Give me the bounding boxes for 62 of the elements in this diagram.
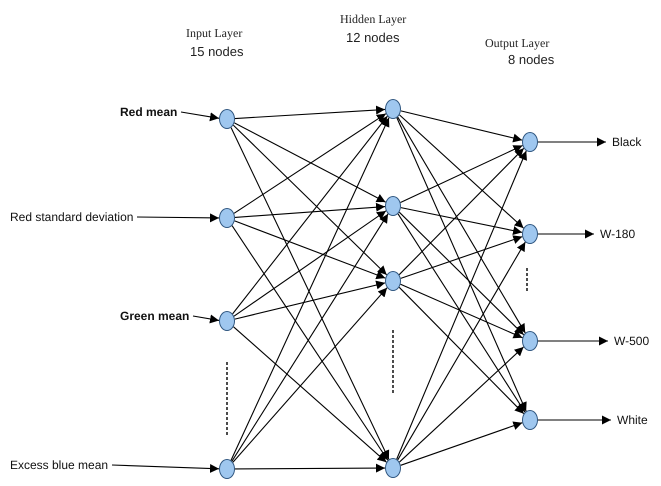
arrow (399, 346, 524, 462)
arrow (234, 210, 386, 317)
node-label: W-500 (614, 334, 650, 348)
arrow (538, 336, 608, 346)
neuron-circle (219, 208, 235, 228)
node-count: 8 nodes (508, 52, 554, 67)
node-label: Green mean (120, 309, 190, 323)
arrow (400, 284, 523, 338)
arrow (112, 464, 220, 473)
arrow (396, 118, 527, 412)
arrow (232, 124, 388, 276)
arrow (400, 421, 522, 466)
neuron-circle (219, 109, 235, 129)
arrow (538, 416, 611, 424)
arrow (180, 111, 220, 122)
neuron-circle (522, 132, 538, 152)
node-label: White (617, 413, 648, 427)
arrow (398, 148, 524, 276)
arrow (234, 220, 386, 280)
arrow (192, 314, 220, 324)
layer-title: Hidden Layer (340, 12, 406, 27)
node-label: Excess blue mean (10, 458, 108, 472)
arrow (234, 113, 386, 214)
arrow (397, 242, 526, 460)
neuron-circle (385, 271, 401, 291)
node-label: Red standard deviation (10, 210, 134, 224)
neuron-circle (219, 459, 235, 479)
arrow (234, 202, 386, 218)
layer-title: Input Layer (186, 26, 242, 41)
arrow (234, 106, 386, 120)
arrow (398, 214, 526, 412)
arrow (234, 122, 386, 203)
node-count: 12 nodes (346, 30, 400, 45)
node-label: W-180 (600, 227, 636, 241)
neuron-circle (522, 224, 538, 244)
arrow (399, 114, 524, 229)
neuron-circle (522, 410, 538, 430)
node-label: Black (612, 135, 642, 149)
arrow (234, 280, 386, 320)
arrow (396, 150, 527, 460)
arrow (235, 464, 385, 473)
neuron-circle (522, 331, 538, 351)
neuron-circle (385, 196, 401, 216)
layer-title: Output Layer (485, 36, 550, 51)
arrow (232, 116, 388, 314)
arrow (400, 235, 522, 279)
arrow (232, 287, 388, 463)
arrow (400, 207, 522, 235)
neuron-circle (385, 99, 401, 119)
arrow (233, 326, 387, 463)
arrow (398, 212, 524, 336)
arrow (398, 286, 524, 414)
arrow (538, 230, 594, 238)
arrow (400, 145, 523, 203)
arrow (400, 110, 522, 142)
node-label: Red mean (120, 105, 178, 119)
node-count: 15 nodes (190, 44, 244, 59)
neuron-circle (385, 458, 401, 478)
arrow (137, 213, 219, 222)
neuron-circle (219, 311, 235, 331)
arrow (538, 138, 606, 146)
arrow (397, 116, 526, 334)
